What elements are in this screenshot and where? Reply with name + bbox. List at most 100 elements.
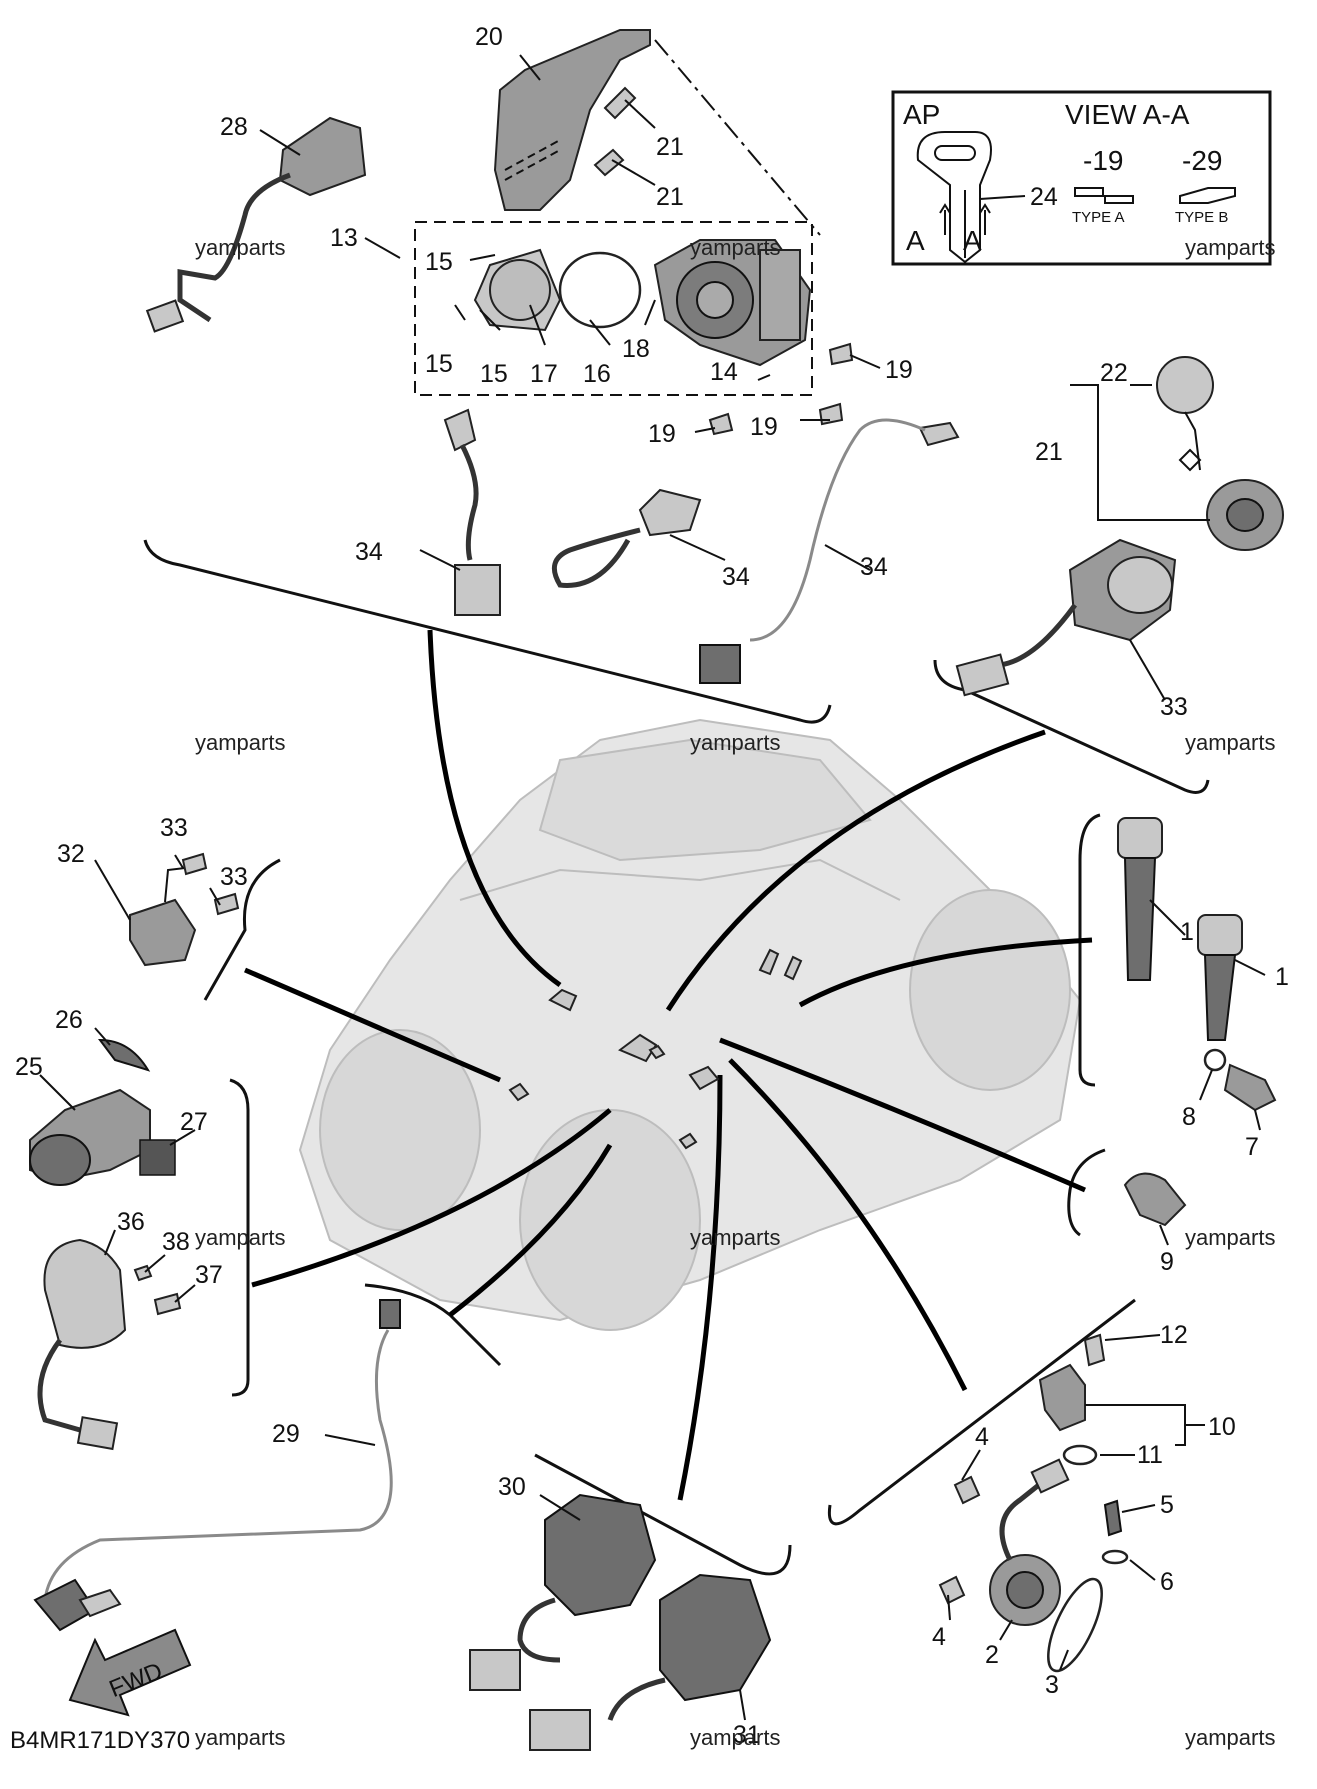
callout-28: 29 <box>272 1420 300 1448</box>
callout-4-bottom: 4 <box>932 1623 946 1651</box>
watermark: yamparts <box>1185 730 1275 755</box>
callout-21-upper: 21 <box>656 133 684 161</box>
watermark: yamparts <box>690 235 780 260</box>
callout-6: 6 <box>1160 1568 1174 1596</box>
key-icon <box>916 131 992 264</box>
leader-lines <box>39 54 1266 1721</box>
callout-33: 32 <box>57 840 85 868</box>
callout-2: 2 <box>985 1641 999 1669</box>
callout-34-top: 33 <box>160 814 188 842</box>
callout-36: 36 <box>117 1208 145 1236</box>
part-27-pad <box>139 1139 176 1176</box>
callout-34-right: 33 <box>220 863 248 891</box>
part-34-screws <box>181 852 240 916</box>
callout-labels: 20 21 21 28 13 15 15 15 17 16 18 14 19 1… <box>15 23 1289 1749</box>
part-3-o-ring <box>1047 1577 1103 1673</box>
part-22-switch <box>1206 479 1284 551</box>
callout-1-a: 1 <box>1180 918 1194 946</box>
section-mark-right: A <box>963 225 982 256</box>
watermark: yamparts <box>195 730 285 755</box>
part-2-sensor <box>989 1458 1070 1626</box>
watermark: yamparts <box>690 1725 780 1750</box>
part-17-cover <box>473 248 562 332</box>
callout-23: 22 <box>1100 359 1128 387</box>
part-31-relay <box>529 1573 772 1751</box>
callout-8: 8 <box>1182 1103 1196 1131</box>
view-box-type-b: TYPE B <box>1175 209 1228 226</box>
part-7-sensor <box>1223 1063 1277 1112</box>
watermark: yamparts <box>195 1725 285 1750</box>
callout-9: 9 <box>1160 1248 1174 1276</box>
watermark: yamparts <box>690 1225 780 1250</box>
callout-15-left: 15 <box>425 350 453 378</box>
watermark: yamparts <box>1185 235 1275 260</box>
callout-35-left: 34 <box>355 538 383 566</box>
callout-26: 26 <box>55 1006 83 1034</box>
callout-7: 7 <box>1245 1133 1259 1161</box>
callout-11: 11 <box>1137 1441 1163 1469</box>
part-23-key-tag <box>1156 356 1214 472</box>
callout-3: 3 <box>1045 1671 1059 1699</box>
part-26-cover <box>97 1038 151 1072</box>
vehicle-outline <box>298 718 1082 1331</box>
part-4-bolt-upper <box>953 1475 981 1505</box>
part-37-bolt <box>153 1292 182 1316</box>
part-9-switch <box>1123 1172 1187 1227</box>
part-12-bolt <box>1083 1333 1106 1367</box>
view-box-title: VIEW A-A <box>1065 99 1190 130</box>
callout-32: 33 <box>1160 693 1188 721</box>
view-box-type-a: TYPE A <box>1072 209 1125 226</box>
callout-17: 17 <box>530 360 558 388</box>
callout-15-top: 15 <box>425 248 453 276</box>
part-20-bracket <box>493 29 821 236</box>
watermarks: yamparts yamparts yamparts yamparts yamp… <box>195 235 1275 1750</box>
part-1-ignition-coil-a <box>1117 817 1163 981</box>
callout-21-lower: 21 <box>656 183 684 211</box>
part-4-bolt-lower <box>938 1575 966 1605</box>
part-13-assembly-box <box>414 221 813 396</box>
callout-5: 5 <box>1160 1491 1174 1519</box>
watermark: yamparts <box>195 1225 285 1250</box>
callout-15-mid: 15 <box>480 360 508 388</box>
diagram-code: B4MR171DY370 <box>10 1727 190 1754</box>
callout-12: 12 <box>1160 1321 1188 1349</box>
callout-35-right: 34 <box>860 553 888 581</box>
center-parts <box>508 948 803 1150</box>
fwd-arrow-icon: FWD <box>68 1628 192 1717</box>
callout-19-mid: 19 <box>750 413 778 441</box>
part-5-sensor <box>1103 1499 1123 1537</box>
callout-29: 28 <box>220 113 248 141</box>
watermark: yamparts <box>1185 1225 1275 1250</box>
part-36-sensor <box>37 1238 127 1451</box>
callout-1-b: 1 <box>1275 963 1289 991</box>
part-35-sensor-b <box>551 488 702 588</box>
callout-16: 16 <box>583 360 611 388</box>
type-b-key-profile-icon <box>1179 187 1236 204</box>
part-35-sensor-c <box>699 418 960 684</box>
part-8-o-ring <box>1203 1048 1227 1072</box>
part-29-sensor <box>145 116 367 333</box>
callout-10: 10 <box>1208 1413 1236 1441</box>
part-25-horn <box>29 1088 151 1186</box>
callout-27: 27 <box>180 1108 208 1136</box>
view-a-a-box: AP VIEW A-A -19 -29 TYPE A TYPE B 24 A A <box>891 90 1272 266</box>
part-33-sensor <box>129 867 197 967</box>
view-box-variant-b: -29 <box>1182 145 1222 176</box>
part-16-gasket <box>558 251 642 329</box>
part-35-sensor-a <box>443 408 501 616</box>
callout-19-left: 19 <box>648 420 676 448</box>
part-32-ignition-switch <box>955 538 1177 697</box>
part-28-sensor-cable <box>33 1299 401 1632</box>
callout-4-top: 4 <box>975 1423 989 1451</box>
callout-24: 24 <box>1030 183 1058 211</box>
part-1-ignition-coil-b <box>1197 914 1243 1041</box>
part-10-sensor <box>1038 1363 1086 1432</box>
callout-14: 14 <box>710 358 738 386</box>
part-30-relay <box>469 1493 657 1691</box>
callout-18: 18 <box>622 335 650 363</box>
part-11-o-ring <box>1062 1444 1098 1466</box>
callout-22: 21 <box>1035 438 1063 466</box>
callout-19-right: 19 <box>885 356 913 384</box>
part-21-bolts <box>593 86 656 186</box>
